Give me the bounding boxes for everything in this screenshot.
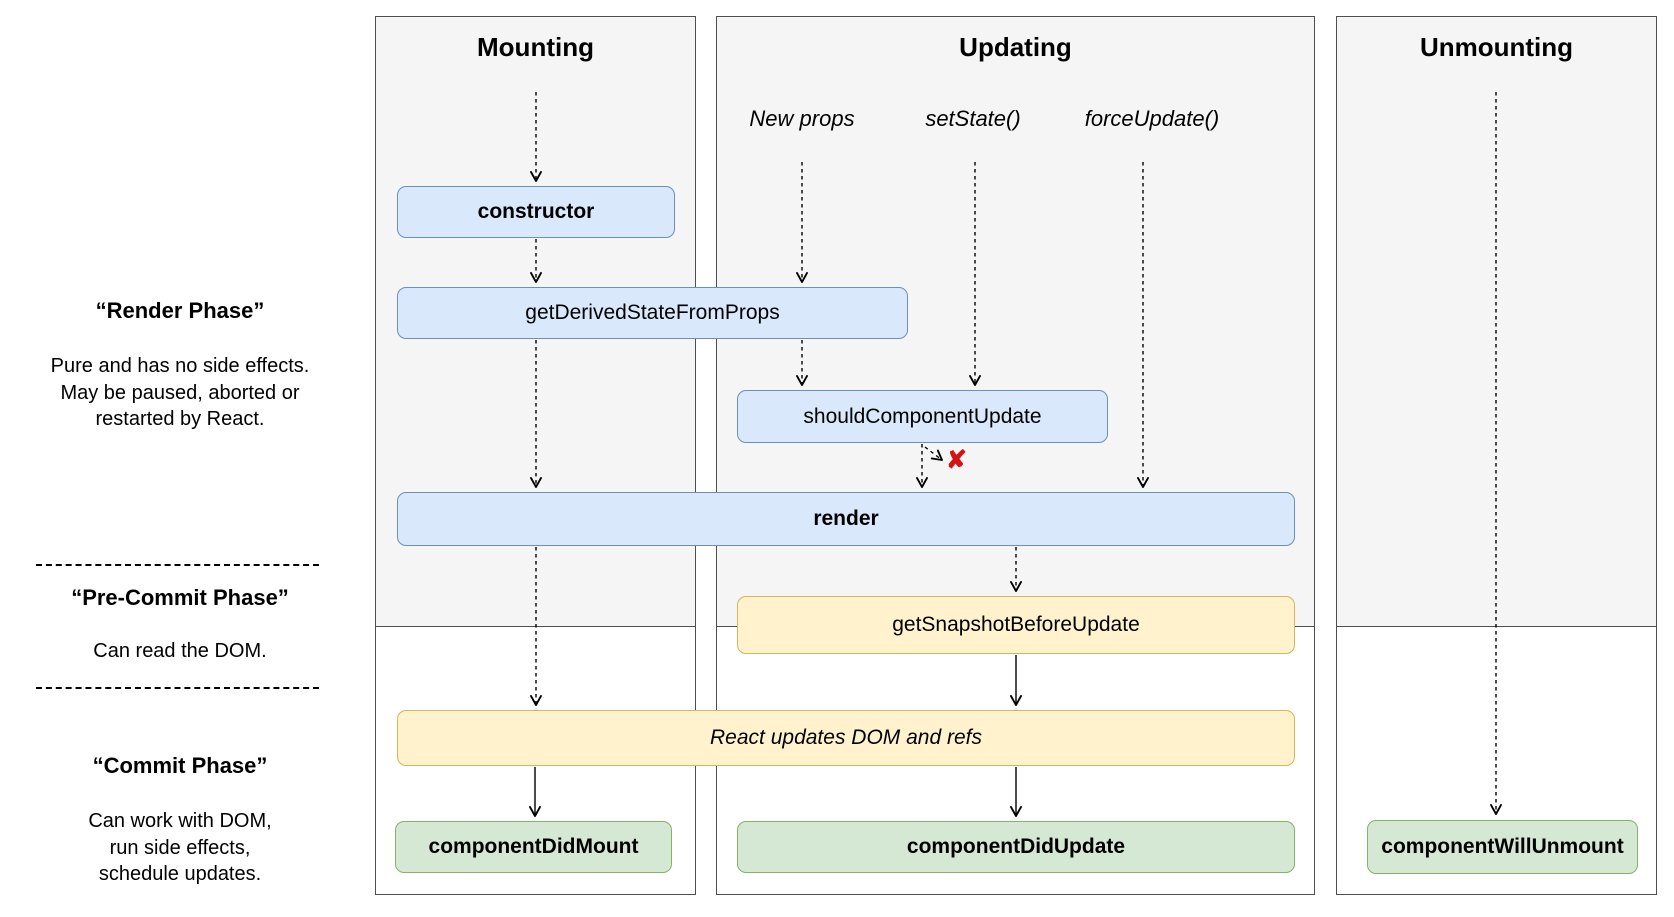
render-phase-annotation: “Render Phase” Pure and has no side effe… xyxy=(18,297,342,433)
node-componentdidmount: componentDidMount xyxy=(395,821,672,873)
trigger-new-props: New props xyxy=(749,106,855,131)
unmounting-column-top-region xyxy=(1336,16,1657,627)
node-getderivedstatefromprops: getDerivedStateFromProps xyxy=(397,287,908,339)
node-render: render xyxy=(397,492,1295,546)
column-title-unmounting: Unmounting xyxy=(1419,32,1574,62)
column-title-updating: Updating xyxy=(959,32,1072,62)
render-phase-title: “Render Phase” xyxy=(95,298,265,323)
update-cancelled-x-icon: ✘ xyxy=(946,446,967,474)
node-react-updates-dom: React updates DOM and refs xyxy=(397,710,1295,766)
pre-commit-phase-annotation: “Pre-Commit Phase” Can read the DOM. xyxy=(18,584,342,665)
node-constructor: constructor xyxy=(397,186,675,238)
commit-phase-title: “Commit Phase” xyxy=(92,753,268,778)
commit-phase-annotation: “Commit Phase” Can work with DOM, run si… xyxy=(18,752,342,888)
phase-separator-bottom xyxy=(36,687,319,689)
column-title-mounting: Mounting xyxy=(477,32,594,62)
node-getsnapshotbeforeupdate: getSnapshotBeforeUpdate xyxy=(737,596,1295,654)
pre-commit-phase-title: “Pre-Commit Phase” xyxy=(71,585,289,610)
render-phase-description: Pure and has no side effects. May be pau… xyxy=(50,355,310,430)
commit-phase-description: Can work with DOM, run side effects, sch… xyxy=(88,810,272,885)
node-componentwillunmount: componentWillUnmount xyxy=(1367,820,1638,874)
trigger-force-update: forceUpdate() xyxy=(1084,106,1220,131)
phase-separator-top xyxy=(36,564,319,566)
node-shouldcomponentupdate: shouldComponentUpdate xyxy=(737,390,1108,443)
trigger-set-state: setState() xyxy=(925,106,1021,131)
node-componentdidupdate: componentDidUpdate xyxy=(737,821,1295,873)
pre-commit-phase-description: Can read the DOM. xyxy=(93,640,267,662)
